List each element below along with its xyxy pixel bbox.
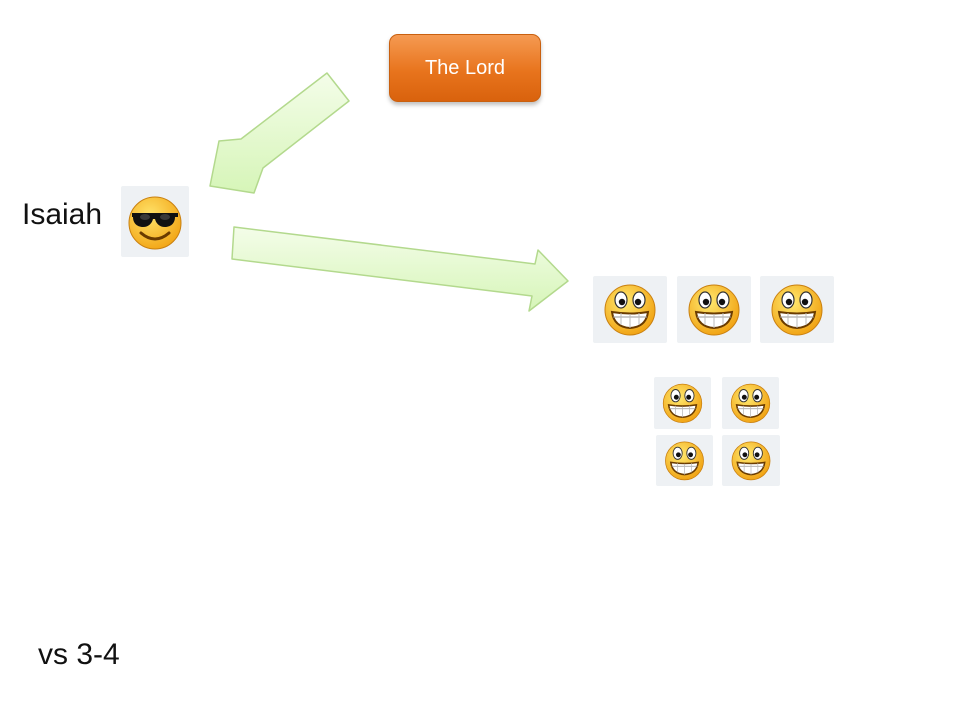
grinning-smiley-icon: [722, 377, 779, 429]
isaiah-label: Isaiah: [22, 198, 103, 231]
grinning-smiley-icon: [654, 377, 711, 429]
grinning-smiley-icon: [722, 435, 780, 486]
grinning-smiley-icon: [760, 276, 834, 343]
grinning-smiley-icon: [677, 276, 751, 343]
the-lord-label: The Lord: [424, 56, 506, 79]
the-lord-box: The Lord: [389, 34, 541, 102]
grinning-smiley-icon: [656, 435, 713, 486]
grinning-smiley-icon: [593, 276, 667, 343]
arrow-isaiah-to-people: [231, 226, 569, 312]
arrow-lord-to-isaiah: [209, 72, 350, 194]
verse-reference: vs 3-4: [38, 638, 120, 671]
sunglasses-smiley-icon: [121, 186, 189, 257]
